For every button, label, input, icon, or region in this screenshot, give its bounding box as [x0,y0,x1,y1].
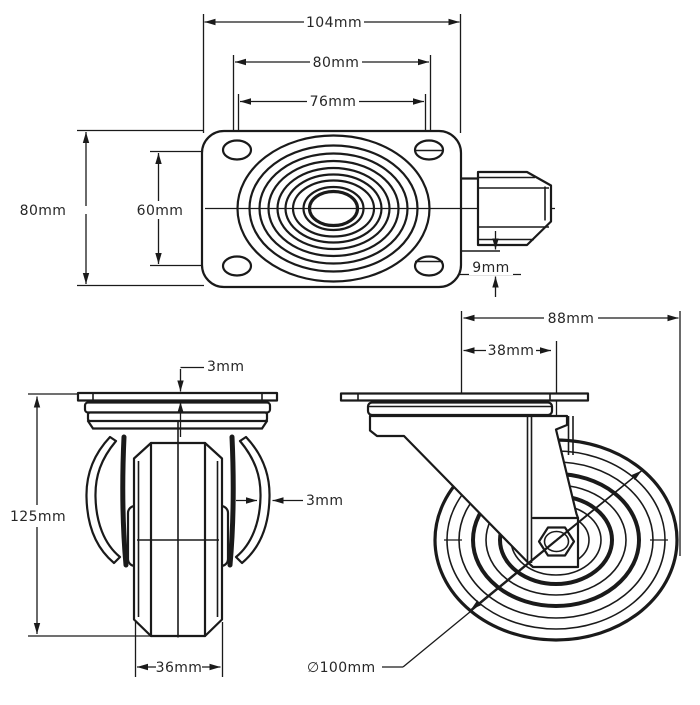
swivel-fork-side [368,414,580,569]
dim-36mm: 36mm [137,660,221,676]
dim-38mm: 38mm [463,343,551,359]
bolt-holes [221,139,445,277]
swivel-raceway-rings [236,134,431,283]
dim-60mm: 60mm [137,153,184,264]
front-elevation-view: 3mm 125mm 3mm 36mm [10,359,343,677]
dim-label-hole-spacing-vertical: 60mm [137,203,184,219]
side-swivel-housing [366,401,554,417]
dim-label-overall-length: 88mm [548,311,595,327]
dim-label-wheel-diameter: ∅100mm [307,660,376,676]
fork-leg-left-edge [120,434,129,568]
dim-125mm: 125mm [10,396,66,634]
dim-3mm-fork: 3mm [236,493,343,509]
swivel-housing-band2 [86,411,269,423]
dim-label-swivel-offset: 38mm [488,343,535,359]
dim-100mm-diameter: ∅100mm [307,469,643,676]
dim-label-plate-depth: 80mm [20,203,67,219]
dim-88mm: 88mm [463,311,679,327]
dim-label-hole-spacing: 76mm [310,94,357,110]
dim-3mm-plate: 3mm [177,359,244,437]
dim-80mm-slots: 80mm [235,55,429,71]
dim-label-overall-height: 125mm [10,509,66,525]
dim-label-fork-thickness: 3mm [306,493,343,509]
dim-label-wheel-width: 36mm [156,660,203,676]
swivel-housing-band [83,401,272,414]
top-plan-view: 104mm 80mm 76mm 80mm 60mm [20,14,555,297]
fork-leg-left [85,435,122,565]
dim-104mm: 104mm [204,15,460,31]
fork-leg-right [234,435,271,565]
side-top-plate [339,392,590,402]
dim-80mm-depth: 80mm [20,132,90,284]
front-top-plate [76,391,279,402]
dim-label-hub-offset: 9mm [472,260,509,276]
dim-9mm: 9mm [469,231,513,297]
dim-label-plate-thickness: 3mm [207,359,244,375]
dim-label-slot-spacing: 80mm [313,55,360,71]
dim-76mm: 76mm [240,94,424,110]
wheel-front-view [132,421,224,638]
dim-label-overall-width: 104mm [306,15,362,31]
side-elevation-view: 88mm 38mm ∅100mm [307,311,681,676]
fork-leg-right-edge [227,434,236,568]
wheel-top-view [460,170,553,252]
